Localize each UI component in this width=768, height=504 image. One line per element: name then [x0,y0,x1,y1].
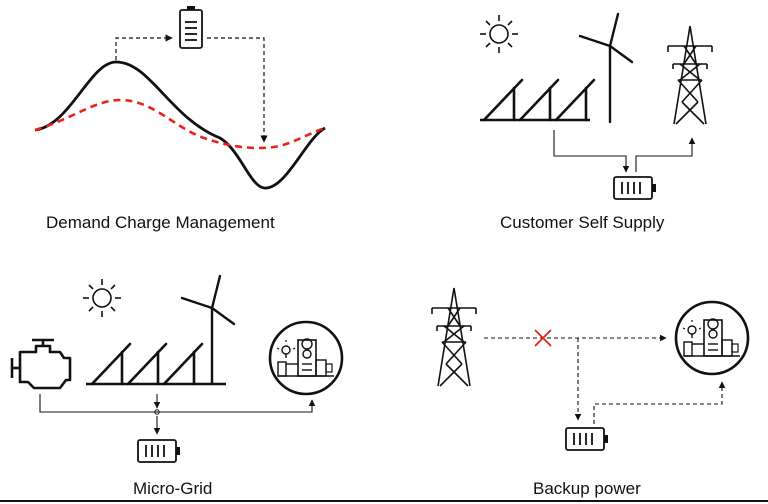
wind-turbine-icon [578,12,634,124]
solar-to-battery-line [553,130,630,173]
transmission-tower-icon [667,25,713,125]
self-supply-panel [479,12,713,200]
bus-to-factory-line [157,399,316,413]
bottom-divider [0,500,768,502]
engine-icon [10,338,72,390]
demand-charge-caption: Demand Charge Management [46,213,275,232]
micro-grid-caption: Micro-Grid [133,479,213,498]
factory-icon [268,320,344,396]
solar-panel-icon [480,78,596,122]
backup-power-caption: Backup power [533,479,641,498]
charge-arrow [115,34,173,60]
micro-grid-panel [10,274,344,463]
battery-icon [179,5,203,49]
sun-icon [82,278,122,318]
self-supply-caption: Customer Self Supply [500,213,665,232]
solar-panel-icon [86,342,226,386]
wind-turbine-icon [180,274,236,386]
battery-icon [565,427,609,451]
discharge-arrow [207,37,268,143]
engine-to-bus-line [39,394,157,413]
load-curve [34,60,326,190]
battery-icon [137,439,181,463]
battery-icon [613,176,657,200]
backup-panel [431,287,750,451]
battery-to-factory-line [593,381,726,424]
transmission-tower-icon [431,287,477,387]
demand-charge-panel [34,5,326,190]
sun-icon [479,14,519,54]
factory-icon [674,300,750,376]
cross-icon [534,329,552,347]
battery-to-grid-line [635,137,696,172]
flattened-load-curve [34,98,326,150]
